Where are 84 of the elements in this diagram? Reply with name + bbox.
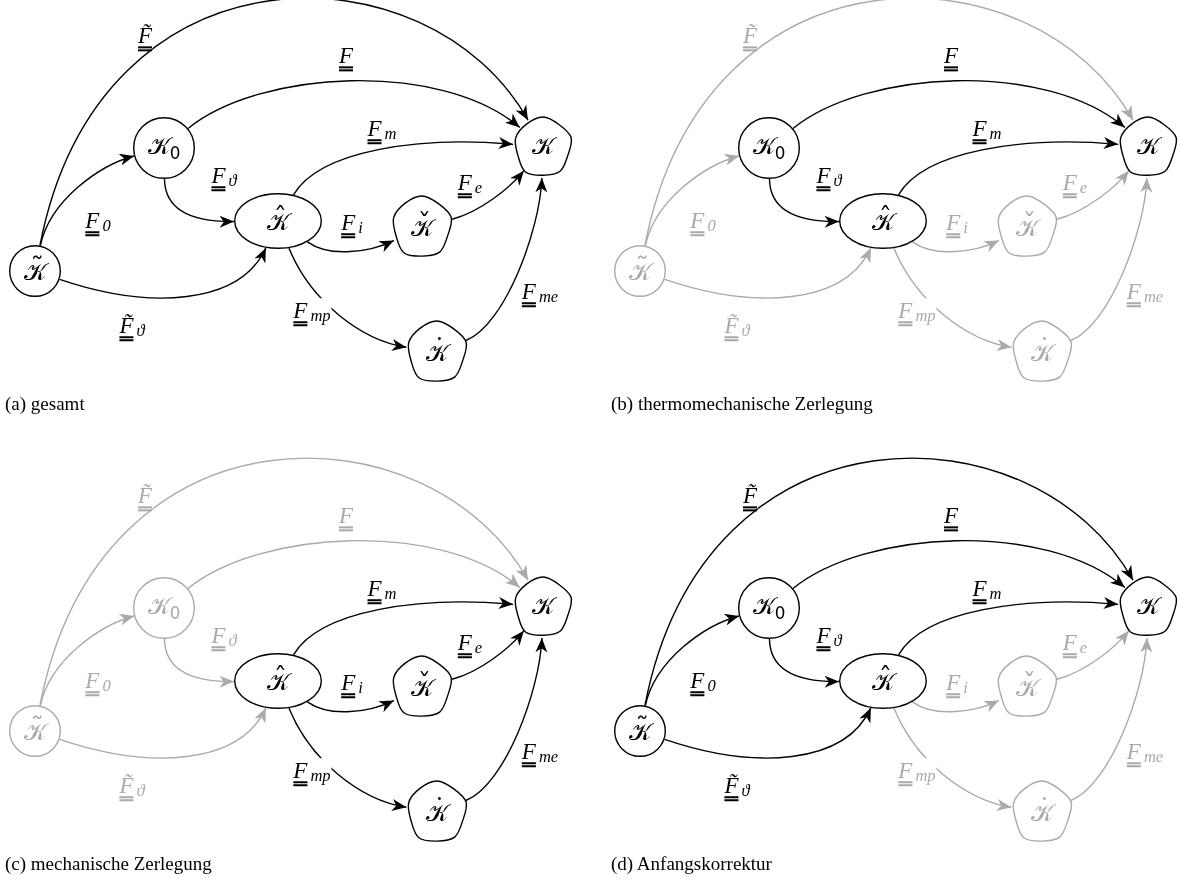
state-blob <box>406 320 468 384</box>
node-label: 𝒦$_{0}$ <box>147 131 181 165</box>
state-blob <box>996 195 1058 259</box>
arrow <box>306 699 395 713</box>
arrow <box>288 247 408 351</box>
arrow <box>644 614 740 707</box>
arrow <box>644 0 1134 247</box>
arrow <box>644 154 740 247</box>
arrow <box>897 137 1119 196</box>
arrow <box>187 540 521 590</box>
arrow <box>39 154 135 247</box>
edge-label: F̃ <box>136 23 154 49</box>
arrow <box>644 457 1134 707</box>
arrow <box>306 239 395 253</box>
arrow <box>39 614 135 707</box>
arrow <box>792 540 1126 590</box>
arrow <box>1070 177 1152 342</box>
state-blob <box>1118 116 1178 178</box>
edge-label: F̃ <box>741 23 759 49</box>
state-blob <box>513 576 573 638</box>
edge-label: F̃ <box>741 483 759 509</box>
arrow <box>163 638 235 688</box>
arrow <box>893 707 1013 811</box>
edge-label: F$_{mp}$ <box>897 298 937 326</box>
node-label: 𝒦$_{0}$ <box>147 591 181 625</box>
arrow <box>792 80 1126 130</box>
edge-label: F̃ <box>136 483 154 509</box>
state-blob <box>391 195 453 259</box>
arrow <box>465 177 547 342</box>
arrow <box>292 137 514 196</box>
edge-label: F$_{mp}$ <box>292 298 332 326</box>
arrow <box>1056 630 1130 680</box>
edge-label: F̃$_{ϑ}$ <box>723 773 751 801</box>
state-blob <box>1011 780 1073 844</box>
state-circle <box>738 117 800 179</box>
state-blob <box>391 655 453 719</box>
arrow <box>1070 637 1152 802</box>
arrow <box>911 239 1000 253</box>
state-blob <box>513 116 573 178</box>
arrow <box>58 247 267 299</box>
edge-label: F̃$_{ϑ}$ <box>118 313 146 341</box>
arrow <box>465 637 547 802</box>
state-blob <box>996 655 1058 719</box>
edge-label: F̃$_{ϑ}$ <box>118 773 146 801</box>
arrow <box>451 630 525 680</box>
caption: (c) mechanische Zerlegung <box>5 853 212 876</box>
state-circle <box>9 245 61 297</box>
arrow <box>39 457 529 707</box>
arrow <box>163 178 235 228</box>
arrow <box>292 597 514 656</box>
arrow <box>893 247 1013 351</box>
node-label: 𝒦$_{0}$ <box>752 591 786 625</box>
caption: (d) Anfangskorrektur <box>611 853 772 876</box>
arrow <box>187 80 521 130</box>
arrow <box>663 247 872 299</box>
state-circle <box>133 117 195 179</box>
state-ellipse <box>839 193 927 249</box>
arrow <box>288 707 408 811</box>
arrow <box>39 0 529 247</box>
edge-label: F̃$_{ϑ}$ <box>723 313 751 341</box>
arrow <box>663 707 872 759</box>
arrow <box>1056 170 1130 220</box>
arrow <box>451 170 525 220</box>
caption: (b) thermomechanische Zerlegung <box>611 393 873 416</box>
state-blob <box>1011 320 1073 384</box>
state-ellipse <box>234 653 322 709</box>
edge-label: F$_{mp}$ <box>292 758 332 786</box>
state-blob <box>1118 576 1178 638</box>
edge-label: F$_{mp}$ <box>897 758 937 786</box>
state-circle <box>9 705 61 757</box>
state-ellipse <box>234 193 322 249</box>
state-circle <box>738 577 800 639</box>
state-circle <box>614 245 666 297</box>
state-circle <box>614 705 666 757</box>
arrow <box>768 638 840 688</box>
arrow <box>58 707 267 759</box>
arrow <box>911 699 1000 713</box>
node-label: 𝒦$_{0}$ <box>752 131 786 165</box>
state-circle <box>133 577 195 639</box>
caption: (a) gesamt <box>5 393 85 416</box>
arrow <box>897 597 1119 656</box>
state-blob <box>406 780 468 844</box>
arrow <box>768 178 840 228</box>
state-ellipse <box>839 653 927 709</box>
